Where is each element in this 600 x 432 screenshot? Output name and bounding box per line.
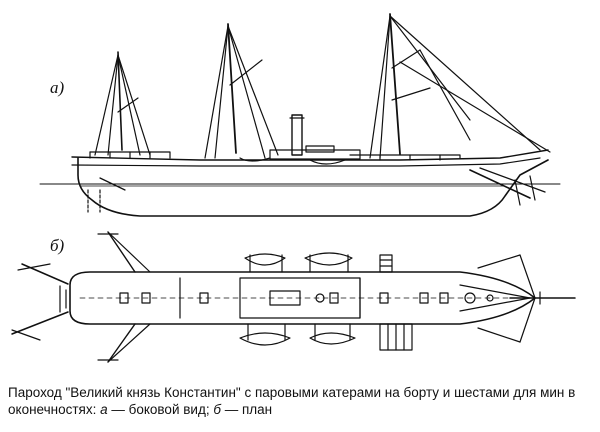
figure-caption: Пароход "Великий князь Константин" с пар…: [8, 384, 594, 418]
caption-letter-b: б: [213, 402, 221, 417]
caption-text: — боковой вид;: [107, 402, 214, 417]
caption-letter-a: а: [100, 402, 108, 417]
side-view: [39, 13, 561, 217]
caption-text: Пароход "Великий князь Константин" с пар…: [8, 385, 576, 417]
caption-text: — план: [220, 402, 273, 417]
ship-drawing: [11, 13, 576, 363]
plan-view: [11, 231, 576, 363]
plan-view-label: б): [50, 236, 65, 255]
side-view-label: а): [50, 78, 65, 97]
